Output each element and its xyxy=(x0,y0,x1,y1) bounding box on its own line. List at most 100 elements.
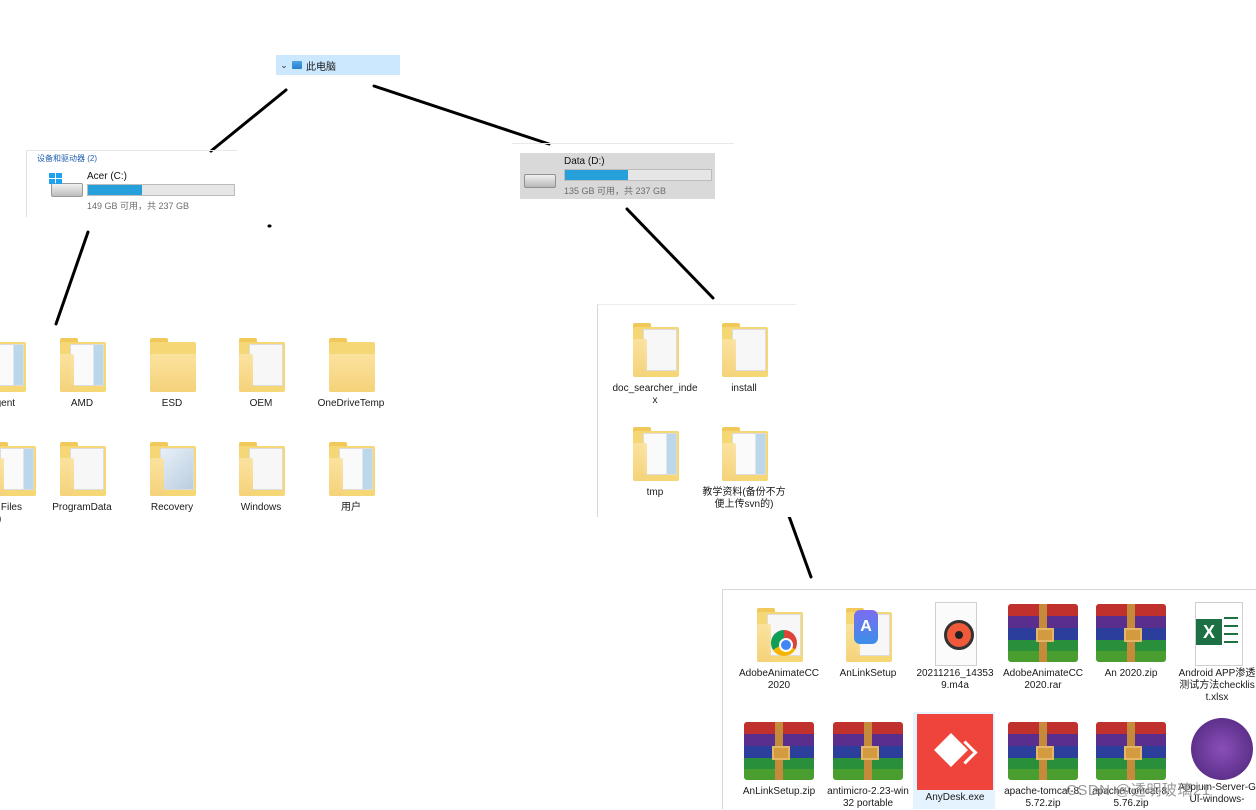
folder-icon xyxy=(0,434,40,500)
connector-line xyxy=(209,88,288,153)
drive-usage-bar xyxy=(564,169,712,181)
hard-drive-icon xyxy=(524,166,558,192)
file-label: AdobeAnimateCC2020.rar xyxy=(1002,668,1084,691)
folder-item[interactable]: install xyxy=(702,315,786,395)
file-item[interactable]: AnyDesk.exe xyxy=(913,714,997,804)
file-label: AnLinkSetup xyxy=(839,668,897,679)
folder-item[interactable]: ProgramData xyxy=(40,434,124,514)
file-label: AdobeAnimateCC2020 xyxy=(738,668,820,691)
drive-name: Data (D:) xyxy=(564,156,605,167)
winrar-archive-icon xyxy=(1096,600,1166,666)
folder-label: OEM xyxy=(249,398,273,409)
folder-item[interactable]: Windows xyxy=(219,434,303,514)
folder-label: Recovery xyxy=(150,502,194,513)
file-label: Android APP渗透测试方法checklist.xlsx xyxy=(1178,668,1256,703)
folder-icon xyxy=(716,315,772,381)
winrar-archive-icon xyxy=(833,718,903,784)
folder-item[interactable]: tmp xyxy=(612,419,698,499)
chevron-down-icon[interactable]: ⌄ xyxy=(280,59,288,70)
chrome-folder-icon xyxy=(751,600,807,666)
file-item[interactable]: apache-tomcat-8.5.72.zip xyxy=(1001,718,1085,810)
drive-size-text: 149 GB 可用，共 237 GB xyxy=(87,201,190,211)
file-item[interactable]: AdobeAnimateCC2020.rar xyxy=(1001,600,1085,692)
folder-icon xyxy=(233,330,289,396)
folder-icon xyxy=(54,434,110,500)
install-folder-panel: AdobeAnimateCC2020 A AnLinkSetup 2021121… xyxy=(722,589,1256,809)
file-item[interactable]: 20211216_143539.m4a xyxy=(913,600,997,692)
folder-label-tail: ) xyxy=(0,514,54,526)
folder-label: tmp xyxy=(646,487,664,498)
file-item[interactable]: Appium-Server-GUI-windows- xyxy=(1177,714,1256,806)
tree-item-this-pc[interactable]: ⌄ 此电脑 xyxy=(276,55,400,75)
folder-label: ESD xyxy=(161,398,183,409)
folder-item[interactable]: Files ) xyxy=(0,434,54,526)
file-label: 20211216_143539.m4a xyxy=(916,668,994,691)
folder-label: 用户 xyxy=(341,502,361,513)
appium-icon xyxy=(1189,714,1253,780)
drive-size-text: 135 GB 可用，共 237 GB xyxy=(564,186,667,196)
folder-icon xyxy=(144,330,200,396)
d-folder-panel: doc_searcher_index install tmp 教学资料(备份不方… xyxy=(597,304,796,517)
folder-label: ProgramData xyxy=(52,502,112,513)
file-item[interactable]: antimicro-2.23-win32 portable xyxy=(826,718,910,810)
music-file-icon xyxy=(927,600,983,666)
folder-icon xyxy=(627,419,683,485)
folder-label: Windows xyxy=(240,502,282,513)
tree-item-label: 此电脑 xyxy=(306,61,336,73)
drive-panel-d: Data (D:) 135 GB 可用，共 237 GB xyxy=(512,143,734,199)
folder-icon xyxy=(54,330,110,396)
file-item[interactable]: AnLinkSetup.zip xyxy=(737,718,821,798)
file-item[interactable]: apache-tomcat-8.5.76.zip xyxy=(1089,718,1173,810)
folder-icon xyxy=(323,330,379,396)
drive-panel-c: 设备和驱动器 (2) Acer (C:) 149 GB 可用，共 237 GB xyxy=(26,150,237,217)
folder-item[interactable]: 教学资料(备份不方便上传svn的) xyxy=(702,419,786,511)
file-label: antimicro-2.23-win32 portable xyxy=(827,786,909,809)
folder-icon xyxy=(0,330,30,396)
drive-d[interactable]: Data (D:) 135 GB 可用，共 237 GB xyxy=(520,153,715,199)
file-item[interactable]: AdobeAnimateCC2020 xyxy=(737,600,821,692)
file-label: An 2020.zip xyxy=(1104,668,1158,679)
folder-label: doc_searcher_index xyxy=(612,383,698,406)
file-label: Appium-Server-GUI-windows- xyxy=(1178,782,1256,805)
file-item[interactable]: A AnLinkSetup xyxy=(826,600,910,680)
folder-label: Agent xyxy=(0,398,16,409)
folder-label: AMD xyxy=(70,398,94,409)
file-item[interactable]: X Android APP渗透测试方法checklist.xlsx xyxy=(1177,600,1256,704)
folder-item[interactable]: Agent xyxy=(0,330,44,410)
file-label: AnLinkSetup.zip xyxy=(742,786,816,797)
file-label: apache-tomcat-8.5.76.zip xyxy=(1092,786,1170,809)
folder-icon xyxy=(716,419,772,485)
folder-item[interactable]: OneDriveTemp xyxy=(309,330,393,410)
folder-icon xyxy=(323,434,379,500)
folder-item[interactable]: 用户 xyxy=(309,434,393,514)
winrar-archive-icon xyxy=(744,718,814,784)
drive-usage-bar xyxy=(87,184,235,196)
excel-file-icon: X xyxy=(1189,600,1245,666)
folder-item[interactable]: OEM xyxy=(219,330,303,410)
watermark: CSDN @透明玻璃21 xyxy=(1066,782,1211,799)
folder-icon xyxy=(233,434,289,500)
folder-label: 教学资料(备份不方便上传svn的) xyxy=(702,487,786,510)
anydesk-icon xyxy=(915,714,995,790)
folder-item[interactable]: ESD xyxy=(130,330,214,410)
connector-line xyxy=(372,84,551,146)
winrar-archive-icon xyxy=(1008,600,1078,666)
drive-c[interactable]: Acer (C:) 149 GB 可用，共 237 GB xyxy=(47,171,235,212)
drive-name: Acer (C:) xyxy=(87,171,127,182)
winrar-archive-icon xyxy=(1096,718,1166,784)
drives-group-header[interactable]: 设备和驱动器 (2) xyxy=(37,154,97,163)
windows-drive-icon xyxy=(47,171,83,197)
computer-icon xyxy=(292,61,302,69)
connector-line xyxy=(625,207,715,300)
connector-line xyxy=(54,230,90,326)
file-item[interactable]: An 2020.zip xyxy=(1089,600,1173,680)
folder-icon xyxy=(144,434,200,500)
folder-item[interactable]: doc_searcher_index xyxy=(612,315,698,407)
file-label: AnyDesk.exe xyxy=(925,792,985,803)
anlink-folder-icon: A xyxy=(840,600,896,666)
file-label: apache-tomcat-8.5.72.zip xyxy=(1004,786,1082,809)
folder-item[interactable]: Recovery xyxy=(130,434,214,514)
folder-label: install xyxy=(731,383,757,394)
folder-icon xyxy=(627,315,683,381)
folder-item[interactable]: AMD xyxy=(40,330,124,410)
